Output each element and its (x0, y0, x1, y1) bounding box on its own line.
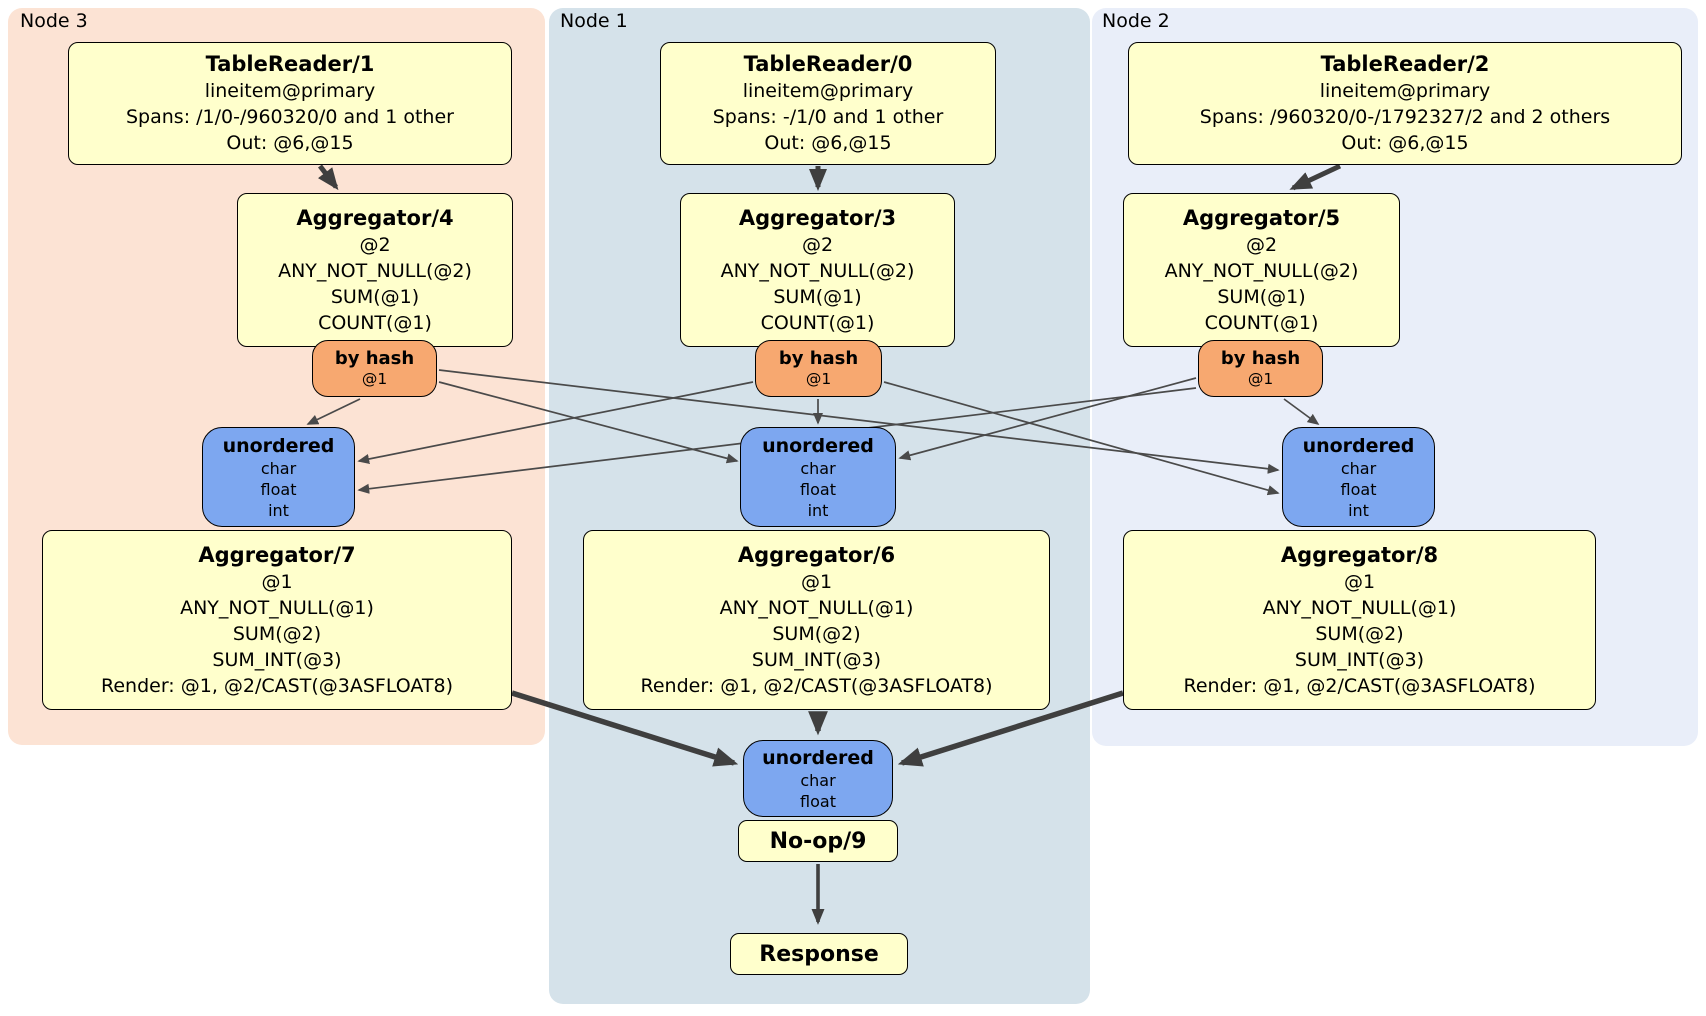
box-line: Render: @1, @2/CAST(@3ASFLOAT8) (640, 674, 993, 697)
sync-line: float (800, 479, 836, 499)
tablereader-2-box: TableReader/2 lineitem@primary Spans: /9… (1128, 42, 1682, 165)
sync-title: unordered (762, 434, 874, 457)
box-line: @2 (1245, 233, 1278, 256)
box-title: Aggregator/3 (738, 205, 897, 230)
sync-line: float (800, 791, 836, 811)
box-title: Aggregator/7 (198, 542, 356, 567)
sync-line: char (800, 770, 836, 790)
sync-line: char (260, 458, 297, 478)
box-line: ANY_NOT_NULL(@2) (278, 259, 472, 282)
box-line: Spans: /960320/0-/1792327/2 and 2 others (1199, 106, 1611, 128)
node2-label: Node 2 (1102, 10, 1170, 32)
sync-title: unordered (762, 746, 874, 769)
box-line: lineitem@primary (204, 80, 376, 102)
box-title: TableReader/1 (205, 52, 375, 76)
router-title: by hash (778, 348, 859, 369)
sync-line: char (1340, 458, 1377, 478)
box-line: ANY_NOT_NULL(@1) (1262, 596, 1457, 619)
sync-line: char (800, 458, 836, 478)
box-line: SUM(@2) (1315, 622, 1404, 645)
box-line: Render: @1, @2/CAST(@3ASFLOAT8) (101, 674, 453, 697)
box-line: SUM(@2) (232, 622, 322, 645)
box-title: Response (759, 941, 879, 967)
box-line: lineitem@primary (742, 80, 914, 102)
box-line: lineitem@primary (1319, 80, 1491, 102)
box-line: COUNT(@1) (1204, 311, 1319, 334)
box-title: Aggregator/6 (737, 542, 896, 567)
router-title: by hash (1220, 348, 1301, 369)
aggregator-8-box: Aggregator/8 @1 ANY_NOT_NULL(@1) SUM(@2)… (1123, 530, 1596, 710)
box-line: @1 (261, 570, 293, 593)
sync-title: unordered (222, 434, 335, 457)
box-line: @2 (359, 233, 391, 256)
box-line: SUM_INT(@3) (751, 648, 882, 671)
sync-title: unordered (1302, 434, 1415, 457)
box-line: ANY_NOT_NULL(@1) (180, 596, 374, 619)
hash-router-node2: by hash @1 (1198, 340, 1323, 397)
box-line: Render: @1, @2/CAST(@3ASFLOAT8) (1183, 674, 1536, 697)
box-title: Aggregator/8 (1280, 542, 1439, 567)
aggregator-6-box: Aggregator/6 @1 ANY_NOT_NULL(@1) SUM(@2)… (583, 530, 1050, 710)
sync-line: int (268, 500, 289, 520)
box-line: Spans: /1/0-/960320/0 and 1 other (126, 106, 454, 128)
aggregator-7-box: Aggregator/7 @1 ANY_NOT_NULL(@1) SUM(@2)… (42, 530, 512, 710)
sync-line: int (807, 500, 829, 520)
node1-label: Node 1 (560, 10, 628, 32)
unordered-sync-final: unordered char float (743, 740, 893, 817)
box-line: Out: @6,@15 (1341, 132, 1469, 154)
box-title: TableReader/2 (1320, 52, 1490, 76)
box-line: SUM_INT(@3) (1294, 648, 1425, 671)
box-line: SUM(@2) (772, 622, 861, 645)
box-line: SUM(@1) (773, 285, 862, 308)
box-line: COUNT(@1) (318, 311, 432, 334)
unordered-sync-node2: unordered char float int (1282, 427, 1435, 527)
noop-9-box: No-op/9 (738, 820, 898, 862)
box-line: Out: @6,@15 (226, 132, 354, 154)
box-line: ANY_NOT_NULL(@1) (719, 596, 914, 619)
response-box: Response (730, 933, 908, 975)
box-line: ANY_NOT_NULL(@2) (1164, 259, 1359, 282)
hash-router-node3: by hash @1 (312, 340, 437, 397)
box-line: SUM(@1) (1217, 285, 1306, 308)
box-title: TableReader/0 (743, 52, 913, 76)
aggregator-3-box: Aggregator/3 @2 ANY_NOT_NULL(@2) SUM(@1)… (680, 193, 955, 347)
aggregator-5-box: Aggregator/5 @2 ANY_NOT_NULL(@2) SUM(@1)… (1123, 193, 1400, 347)
box-title: No-op/9 (769, 828, 867, 854)
box-line: SUM(@1) (330, 285, 420, 308)
unordered-sync-node3: unordered char float int (202, 427, 355, 527)
box-line: @1 (1343, 570, 1376, 593)
box-title: Aggregator/4 (296, 205, 454, 230)
box-line: Out: @6,@15 (764, 132, 892, 154)
tablereader-0-box: TableReader/0 lineitem@primary Spans: -/… (660, 42, 996, 165)
router-line: @1 (361, 370, 388, 388)
hash-router-node1: by hash @1 (755, 340, 882, 397)
sync-line: float (260, 479, 297, 499)
box-line: Spans: -/1/0 and 1 other (712, 106, 944, 128)
unordered-sync-node1: unordered char float int (740, 427, 896, 527)
sync-line: float (1340, 479, 1377, 499)
box-line: ANY_NOT_NULL(@2) (720, 259, 915, 282)
box-line: COUNT(@1) (760, 311, 875, 334)
box-line: @1 (800, 570, 833, 593)
sync-line: int (1348, 500, 1369, 520)
router-title: by hash (334, 348, 415, 369)
tablereader-1-box: TableReader/1 lineitem@primary Spans: /1… (68, 42, 512, 165)
router-line: @1 (805, 370, 832, 388)
box-line: SUM_INT(@3) (212, 648, 342, 671)
node3-label: Node 3 (20, 10, 88, 32)
box-line: @2 (801, 233, 834, 256)
router-line: @1 (1247, 370, 1274, 388)
aggregator-4-box: Aggregator/4 @2 ANY_NOT_NULL(@2) SUM(@1)… (237, 193, 513, 347)
box-title: Aggregator/5 (1182, 205, 1341, 230)
